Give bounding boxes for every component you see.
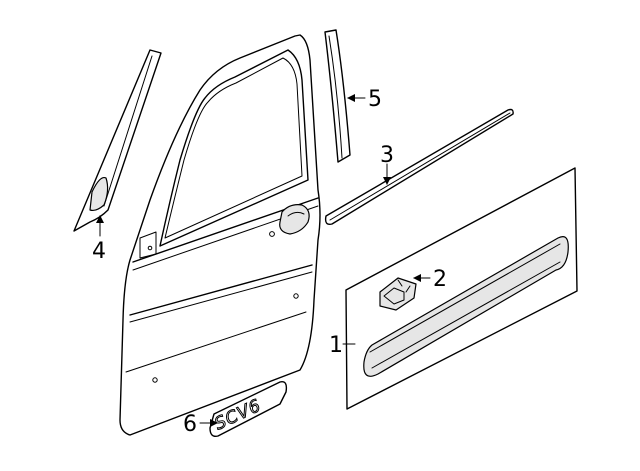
callout-number-5: 5 — [368, 87, 382, 112]
callout-number-6: 6 — [183, 412, 197, 437]
belt-weatherstrip-part — [324, 108, 514, 226]
callout-number-2: 2 — [433, 267, 447, 292]
scv6-badge-part: SCV6 — [209, 381, 288, 438]
molding-clip-part — [379, 277, 417, 311]
front-door-shell — [119, 34, 321, 436]
frame-molding-part — [324, 29, 351, 163]
side-molding-panel — [345, 167, 578, 410]
callout-number-4: 4 — [92, 239, 106, 264]
pillar-trim-part — [73, 49, 162, 232]
callout-number-3: 3 — [380, 143, 394, 168]
callout-number-1: 1 — [329, 333, 343, 358]
callout-leaders — [96, 94, 431, 427]
